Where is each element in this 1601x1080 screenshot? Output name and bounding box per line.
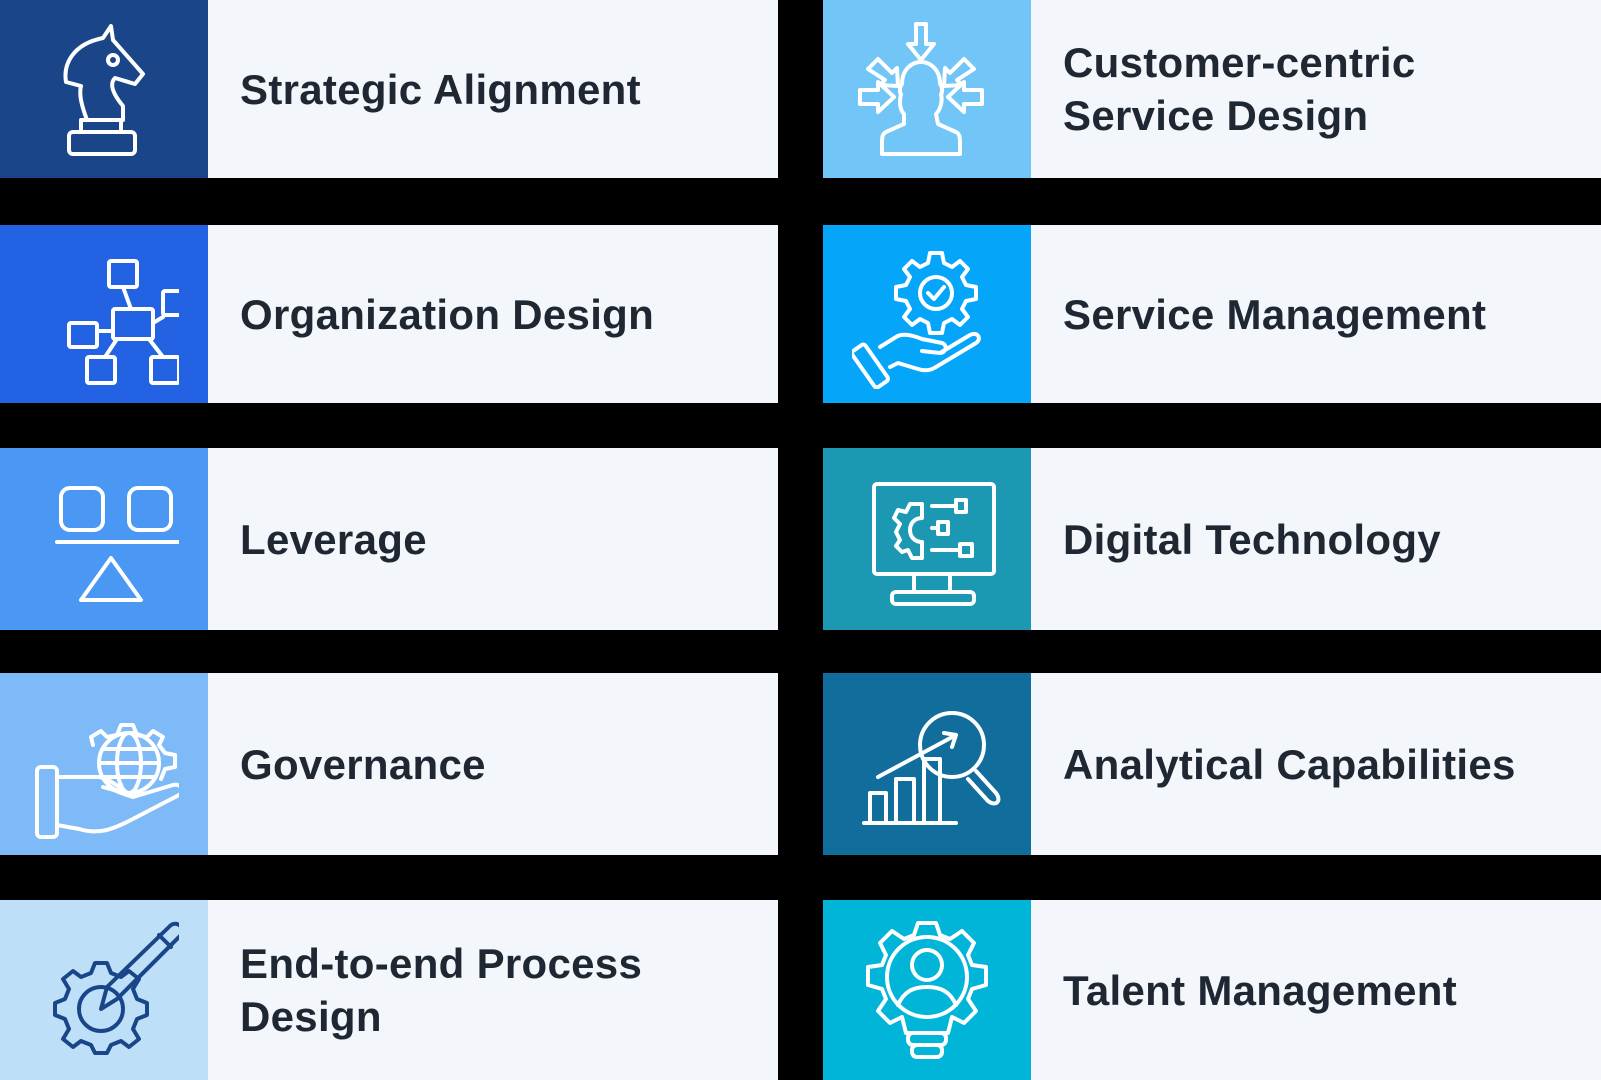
- card-label: Talent Management: [1063, 966, 1458, 1014]
- card-leverage: Leverage: [0, 448, 778, 630]
- gear-pencil-icon: [53, 921, 179, 1055]
- card-label: Leverage: [240, 515, 427, 563]
- icon-panel: [823, 0, 1031, 178]
- card-label: Strategic Alignment: [240, 65, 641, 113]
- card-end-to-end-process-design: End-to-end Process Design: [0, 900, 778, 1080]
- monitor-gear-icon: [872, 482, 996, 606]
- card-label: End-to-end Process Design: [240, 940, 643, 1040]
- icon-panel: [823, 900, 1031, 1080]
- card-customer-centric-service-design: Customer-centric Service Design: [823, 0, 1601, 178]
- card-talent-management: Talent Management: [823, 900, 1601, 1080]
- icon-panel: [0, 0, 208, 178]
- icon-panel: [823, 225, 1031, 403]
- card-label: Customer-centric Service Design: [1063, 39, 1416, 139]
- icon-panel: [823, 673, 1031, 855]
- icon-panel: [0, 225, 208, 403]
- chess-knight-icon: [63, 24, 145, 156]
- icon-panel: [0, 448, 208, 630]
- card-label: Service Management: [1063, 290, 1487, 338]
- card-label: Digital Technology: [1063, 515, 1441, 563]
- org-chart-icon: [67, 259, 179, 385]
- icon-panel: [0, 900, 208, 1080]
- card-strategic-alignment: Strategic Alignment: [0, 0, 778, 178]
- card-label: Analytical Capabilities: [1063, 740, 1516, 788]
- card-label: Organization Design: [240, 290, 655, 338]
- hand-globe-gear-icon: [35, 723, 179, 839]
- gear-person-bulb-icon: [866, 921, 988, 1059]
- icon-panel: [0, 673, 208, 855]
- card-service-management: Service Management: [823, 225, 1601, 403]
- hand-gear-check-icon: [852, 251, 981, 389]
- card-digital-technology: Digital Technology: [823, 448, 1601, 630]
- person-arrows-icon: [858, 22, 984, 156]
- chart-magnifier-icon: [862, 711, 1001, 825]
- card-organization-design: Organization Design: [0, 225, 778, 403]
- card-governance: Governance: [0, 673, 778, 855]
- card-label: Governance: [240, 740, 486, 788]
- icon-panel: [823, 448, 1031, 630]
- balance-icon: [55, 486, 179, 602]
- card-analytical-capabilities: Analytical Capabilities: [823, 673, 1601, 855]
